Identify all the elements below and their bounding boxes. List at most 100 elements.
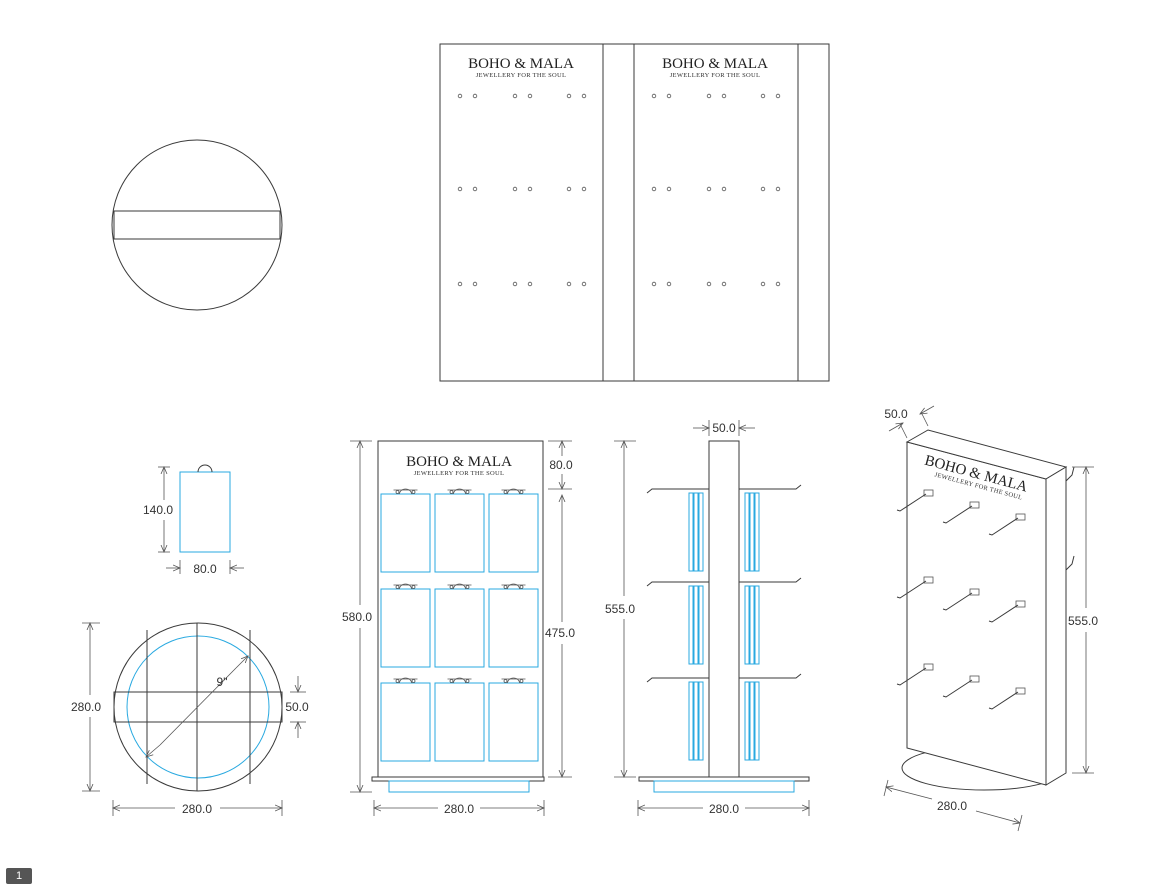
unfolded-panel: BOHO & MALA JEWELLERY FOR THE SOUL BOHO … — [439, 43, 830, 382]
iso-hook — [896, 489, 934, 512]
iso-side-hook — [1065, 555, 1075, 571]
front-card — [380, 583, 431, 668]
peg-hole — [512, 93, 518, 99]
peg-holes — [457, 93, 781, 287]
side-hooks — [646, 484, 802, 761]
peg-hole — [775, 93, 781, 99]
card-outline — [179, 471, 231, 553]
isometric-view: BOHO & MALA JEWELLERY FOR THE SOUL 50.0 … — [883, 405, 1098, 832]
peg-hole — [512, 281, 518, 287]
iso-hook — [942, 588, 980, 611]
iso-side-face — [1045, 466, 1067, 786]
base-width-label: 280.0 — [182, 802, 212, 816]
front-base-blue — [388, 780, 530, 793]
side-base-plate — [638, 776, 810, 782]
peg-hole — [706, 186, 712, 192]
front-base-plate — [371, 776, 545, 782]
peg-hole — [666, 93, 672, 99]
peg-hole — [581, 93, 587, 99]
peg-hole — [512, 186, 518, 192]
side-width-label: 280.0 — [709, 802, 739, 816]
peg-hole — [472, 93, 478, 99]
unfolded-brand-right: BOHO & MALA — [662, 56, 768, 72]
peg-hole — [666, 186, 672, 192]
front-card — [434, 583, 485, 668]
peg-hole — [472, 281, 478, 287]
side-panel — [708, 440, 740, 778]
peg-hole — [666, 281, 672, 287]
iso-hook — [988, 600, 1026, 623]
iso-hook — [942, 501, 980, 524]
card-height-label: 140.0 — [143, 503, 173, 517]
front-card — [380, 677, 431, 762]
base-view: 9" 280.0 280.0 50.0 — [71, 623, 309, 816]
peg-hole — [721, 186, 727, 192]
peg-hole — [760, 281, 766, 287]
front-width-label: 280.0 — [444, 802, 474, 816]
iso-height-label: 555.0 — [1068, 614, 1098, 628]
iso-hook — [942, 675, 980, 698]
unfolded-brand-left: BOHO & MALA — [468, 56, 574, 72]
base-inner-circle — [126, 635, 270, 779]
front-card — [434, 488, 485, 573]
front-tagline: JEWELLERY FOR THE SOUL — [414, 470, 505, 477]
peg-hole — [527, 281, 533, 287]
front-card — [488, 677, 539, 762]
iso-hook — [896, 663, 934, 686]
peg-hole — [706, 93, 712, 99]
front-panel-label: 475.0 — [545, 626, 575, 640]
iso-width-label: 280.0 — [937, 799, 967, 813]
peg-hole — [721, 281, 727, 287]
top-view — [111, 139, 283, 311]
peg-hole — [651, 281, 657, 287]
unfolded-tagline-left: JEWELLERY FOR THE SOUL — [476, 72, 567, 79]
side-hook-row — [646, 484, 802, 572]
card-view: 140.0 80.0 — [143, 464, 244, 576]
front-brand: BOHO & MALA — [406, 454, 512, 470]
peg-hole — [527, 93, 533, 99]
peg-hole — [651, 186, 657, 192]
iso-hook — [988, 513, 1026, 536]
unfolded-tagline-right: JEWELLERY FOR THE SOUL — [670, 72, 761, 79]
side-view: 50.0 555.0 280.0 — [605, 420, 809, 816]
front-total-height-label: 580.0 — [342, 610, 372, 624]
side-base-blue — [653, 780, 795, 793]
front-header-label: 80.0 — [549, 458, 573, 472]
iso-hooks — [896, 466, 1075, 710]
peg-hole — [472, 186, 478, 192]
peg-hole — [651, 93, 657, 99]
page-number-badge[interactable]: 1 — [6, 868, 32, 884]
peg-hole — [566, 93, 572, 99]
base-slot-rect — [113, 691, 283, 723]
peg-hole — [760, 93, 766, 99]
side-thickness-label: 50.0 — [712, 421, 736, 435]
peg-hole — [527, 186, 533, 192]
card-width-label: 80.0 — [193, 562, 217, 576]
card-hang-tab — [197, 464, 213, 473]
peg-hole — [581, 281, 587, 287]
side-hook-row — [646, 577, 802, 665]
front-card — [488, 583, 539, 668]
base-inner-diameter-label: 9" — [217, 675, 228, 689]
peg-hole — [581, 186, 587, 192]
peg-hole — [457, 186, 463, 192]
side-height-label: 555.0 — [605, 602, 635, 616]
base-slot-label: 50.0 — [285, 700, 309, 714]
peg-hole — [775, 281, 781, 287]
iso-thickness-label: 50.0 — [884, 407, 908, 421]
peg-hole — [566, 186, 572, 192]
front-card — [488, 488, 539, 573]
front-card-grid — [380, 488, 539, 762]
front-card — [380, 488, 431, 573]
front-card — [434, 677, 485, 762]
peg-hole — [457, 281, 463, 287]
front-view: BOHO & MALA JEWELLERY FOR THE SOUL 580.0… — [342, 441, 575, 816]
peg-hole — [566, 281, 572, 287]
peg-hole — [775, 186, 781, 192]
peg-hole — [721, 93, 727, 99]
top-view-base-circle — [111, 139, 283, 311]
iso-hook — [896, 576, 934, 599]
iso-side-hook — [1065, 466, 1075, 482]
peg-hole — [760, 186, 766, 192]
